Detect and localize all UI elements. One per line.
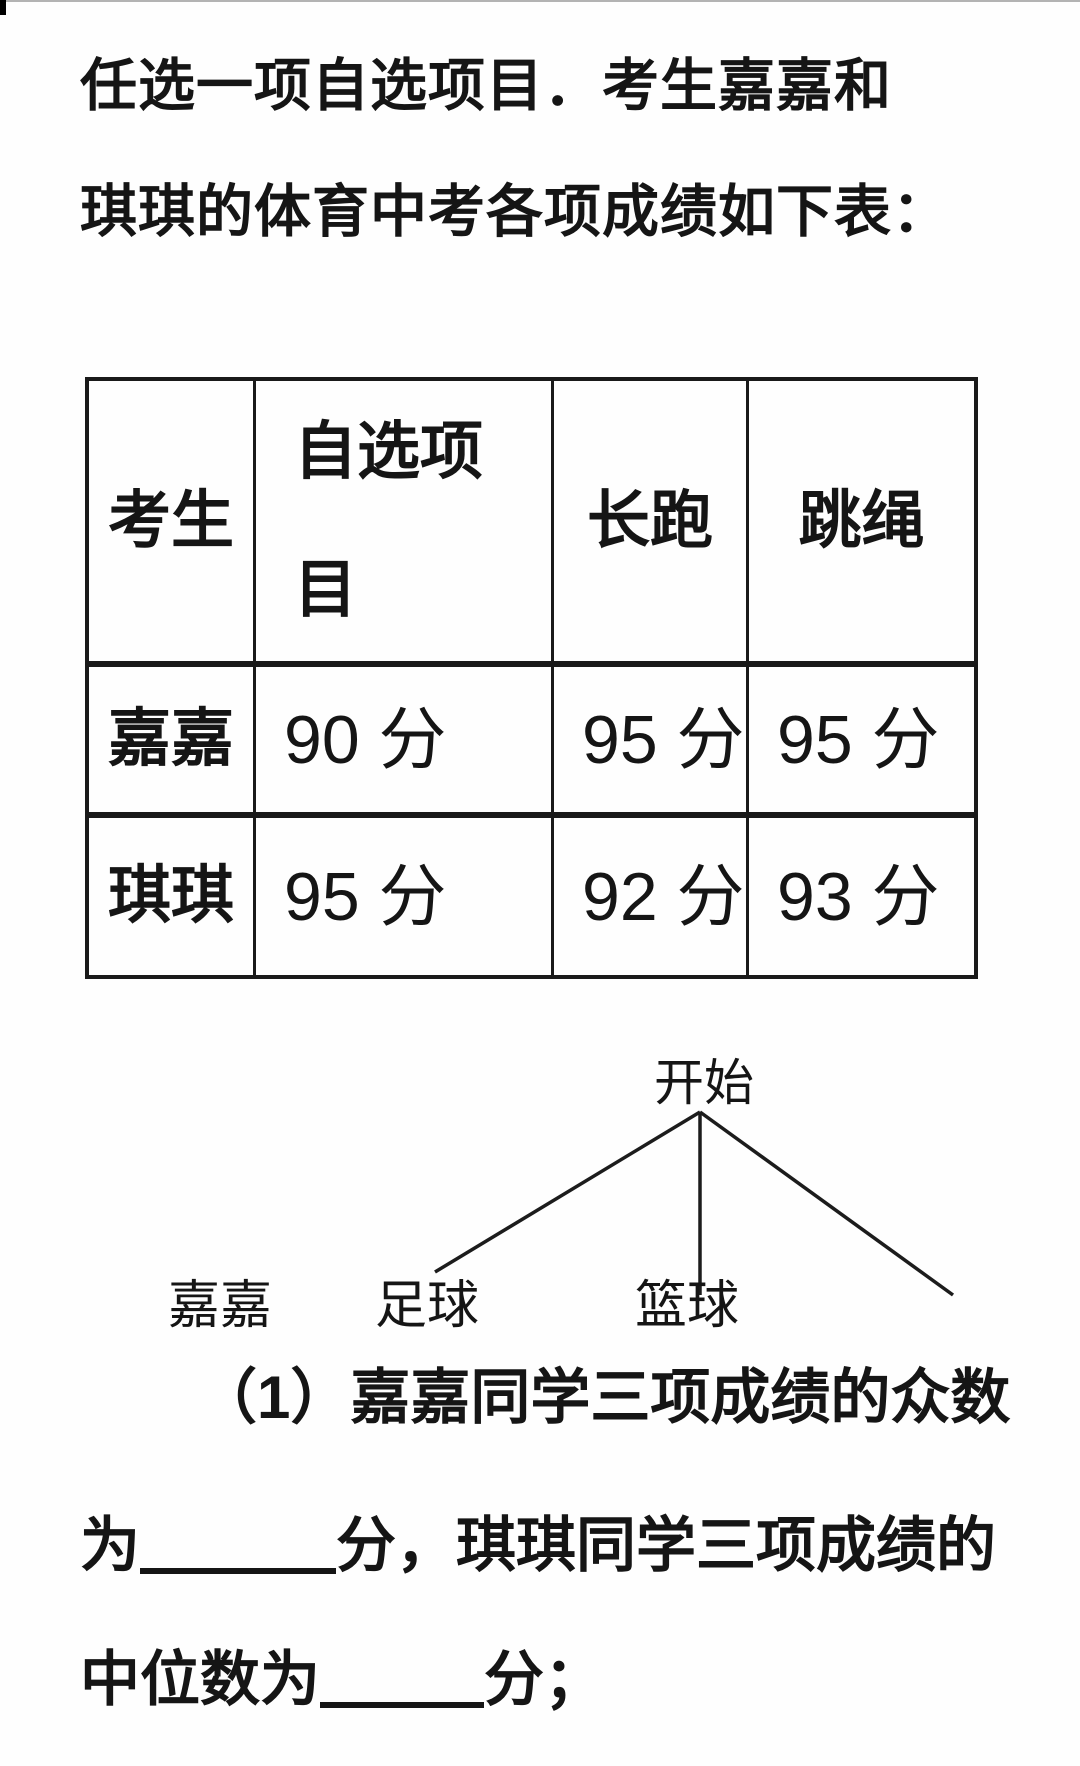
question-line-2-suffix: 分，琪琪同学三项成绩的 [336, 1512, 996, 1579]
tree-branch-right [698, 1110, 955, 1297]
top-edge-artifact [0, 0, 1080, 2]
row-qiqi-optional-score: 95 分 [256, 818, 554, 975]
row-jiajia-optional-score: 90 分 [256, 667, 554, 818]
question-line-3-prefix: 中位数为 [80, 1646, 320, 1713]
tree-branch-label-basketball: 篮球 [635, 1278, 740, 1335]
mode-answer-blank [140, 1518, 336, 1574]
tree-branch-left [434, 1110, 701, 1274]
header-optional-text: 自选项目 [294, 417, 483, 625]
row-qiqi-rope-score: 93 分 [777, 858, 940, 935]
median-answer-blank [320, 1652, 484, 1708]
question-line-1: （1）嘉嘉同学三项成绩的众数 [197, 1364, 1011, 1431]
question-line-2: 为分，琪琪同学三项成绩的 [80, 1516, 996, 1576]
row-jiajia-rope-score: 95 分 [749, 667, 974, 818]
row-qiqi-run-score: 92 分 [554, 818, 749, 975]
corner-scan-mark [0, 0, 6, 15]
header-cell-long-run: 长跑 [554, 381, 749, 667]
header-cell-candidate: 考生 [89, 381, 256, 667]
tree-diagram [434, 1110, 955, 1297]
intro-line-2: 琪琪的体育中考各项成绩如下表： [80, 180, 950, 244]
header-cell-optional-event: 自选项目 [256, 381, 554, 667]
tree-root-label: 开始 [654, 1055, 754, 1111]
tree-branch-label-soccer: 足球 [375, 1278, 480, 1335]
question-line-2-prefix: 为 [80, 1512, 140, 1579]
header-cell-rope-skipping: 跳绳 [749, 381, 974, 667]
row-jiajia-name: 嘉嘉 [89, 667, 256, 818]
row-jiajia-run-score: 95 分 [554, 667, 749, 818]
row-qiqi-name: 琪琪 [89, 818, 256, 975]
intro-line-1: 任选一项自选项目．考生嘉嘉和 [80, 54, 892, 118]
tree-row-label-jiajia: 嘉嘉 [168, 1278, 273, 1335]
question-line-3-suffix: 分； [484, 1646, 604, 1713]
scores-table: 考生 自选项目 长跑 跳绳 嘉嘉 90 分 95 分 95 分 琪琪 95 分 … [85, 377, 978, 979]
question-line-3: 中位数为分； [80, 1650, 604, 1710]
